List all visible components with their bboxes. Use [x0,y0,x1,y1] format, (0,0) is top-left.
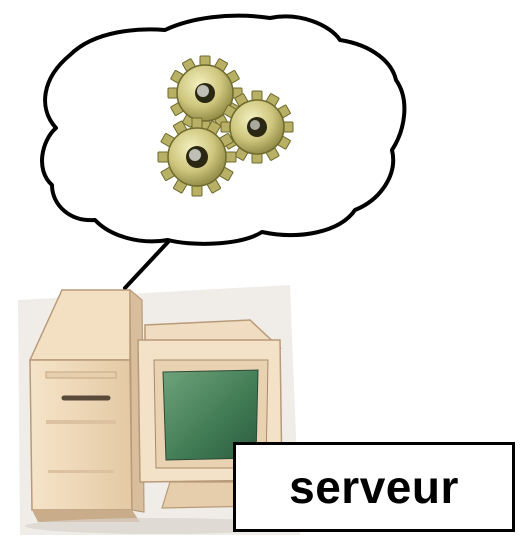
server-label-box: serveur [233,442,515,532]
server-label: serveur [289,460,459,514]
server-tower-icon [30,290,144,522]
connector-line [125,242,168,288]
